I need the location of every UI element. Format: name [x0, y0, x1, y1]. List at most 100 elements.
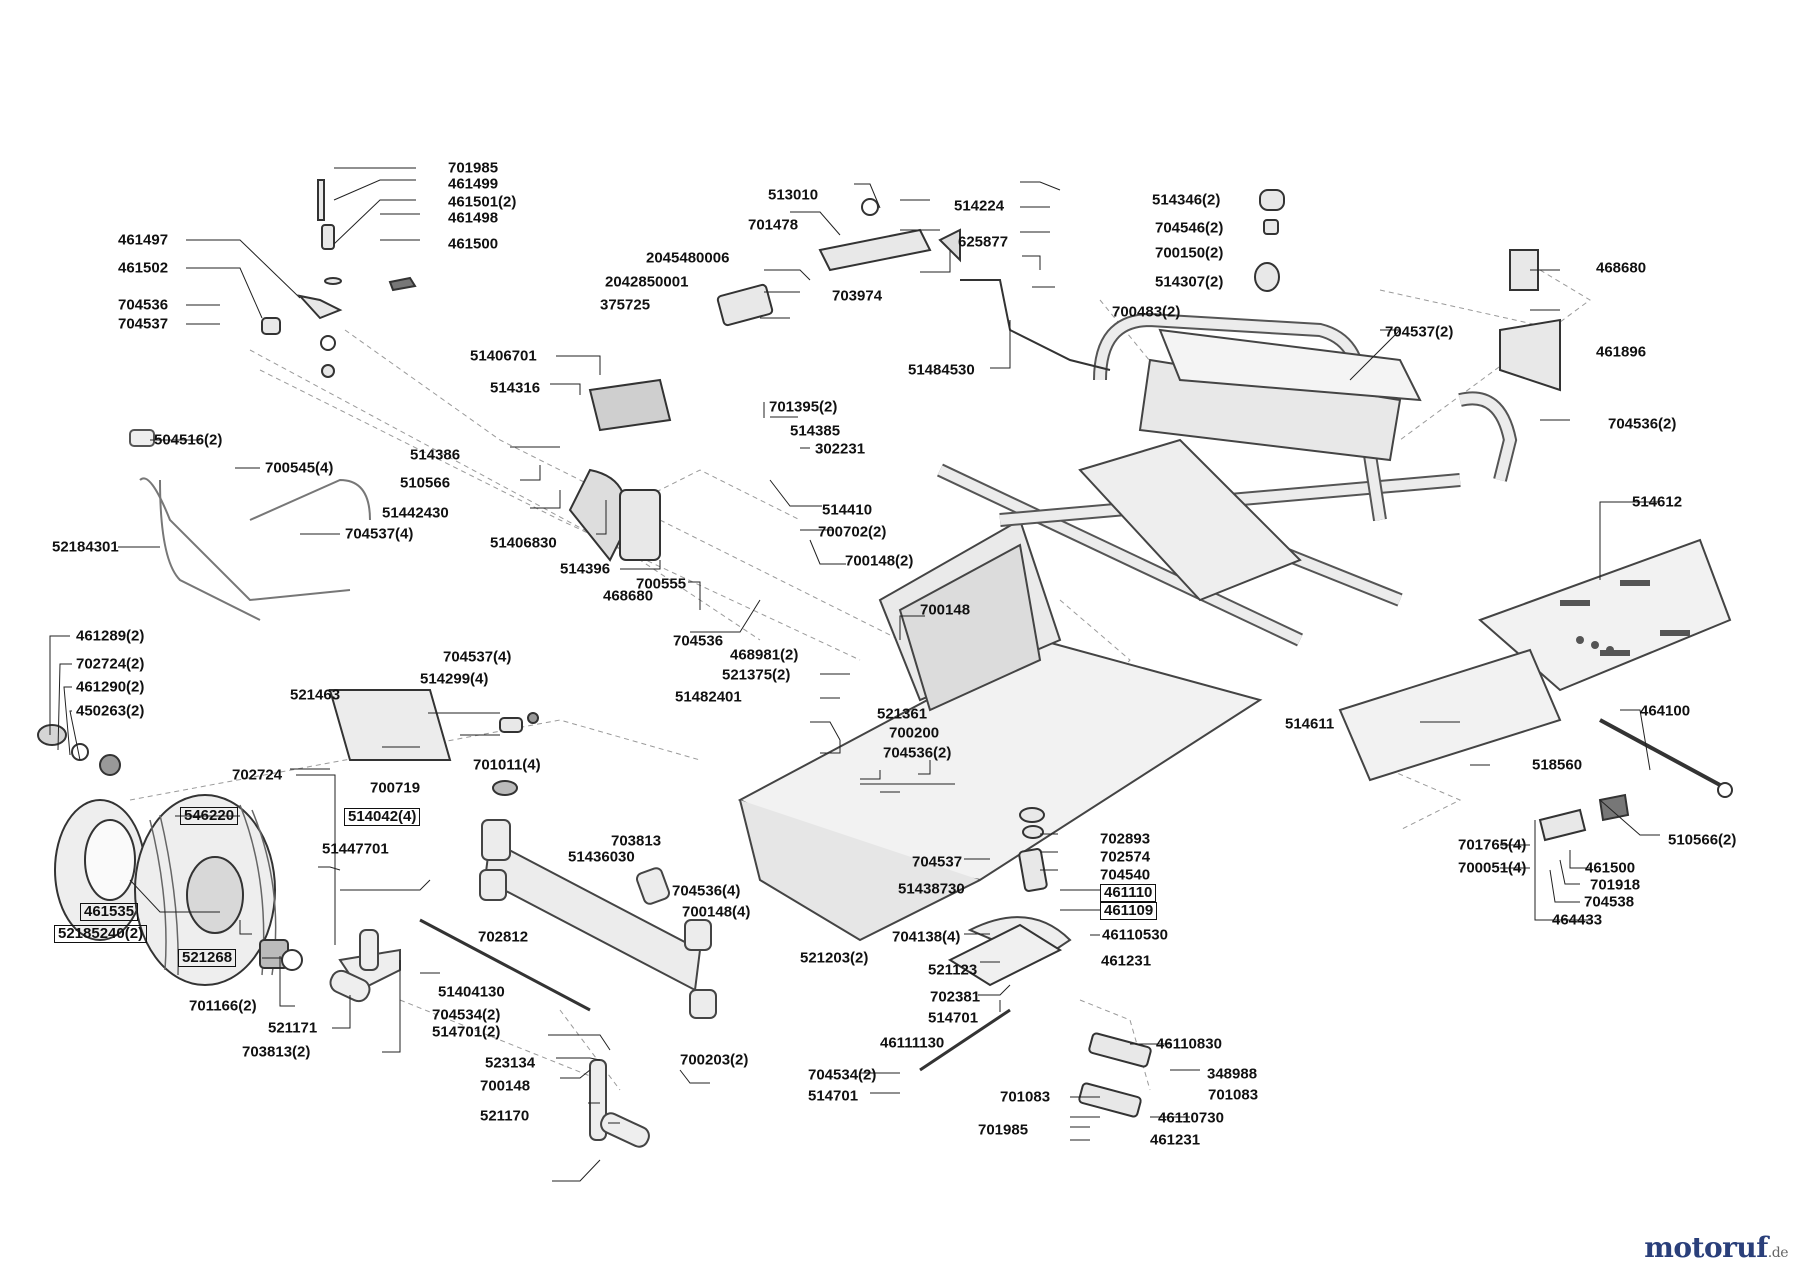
callout-513010: 513010 [768, 186, 819, 204]
callout-464433: 464433 [1552, 911, 1603, 929]
callout-521171: 521171 [268, 1019, 318, 1037]
callout-46110730: 46110730 [1158, 1109, 1224, 1127]
callout-702724_2: 702724(2) [76, 655, 145, 673]
callout-514385: 514385 [790, 422, 841, 440]
callout-704540: 704540 [1100, 866, 1151, 884]
tie-rods [419, 918, 1011, 1072]
callout-52184301: 52184301 [52, 538, 119, 556]
callout-700702_2: 700702(2) [818, 523, 887, 541]
callout-703813_2: 703813(2) [242, 1043, 311, 1061]
callout-51436030: 51436030 [568, 848, 635, 866]
callout-2042850001: 2042850001 [605, 273, 689, 291]
main-frame [737, 312, 1518, 942]
front-axle [479, 819, 717, 1019]
callout-461499: 461499 [448, 175, 499, 193]
callout-700545_4: 700545(4) [265, 459, 334, 477]
callout-704536_2: 704536(2) [883, 744, 952, 762]
callout-703974: 703974 [832, 287, 883, 305]
callout-700555: 700555 [636, 575, 687, 593]
callout-701918: 701918 [1590, 876, 1641, 894]
callout-51406701: 51406701 [470, 347, 537, 365]
callout-51484530: 51484530 [908, 361, 975, 379]
callout-704138_4: 704138(4) [892, 928, 961, 946]
callout-701395_2: 701395(2) [769, 398, 838, 416]
watermark-logo: motoruf.de [1644, 1231, 1788, 1264]
callout-701985: 701985 [448, 159, 499, 177]
callout-514396: 514396 [560, 560, 611, 578]
callout-514042_4: 514042(4) [344, 808, 421, 826]
callout-704536a: 704536 [118, 296, 169, 314]
callout-46110530: 46110530 [1102, 926, 1168, 944]
callout-450263_2: 450263(2) [76, 702, 145, 720]
callout-514316: 514316 [490, 379, 541, 397]
callout-51404130: 51404130 [438, 983, 505, 1001]
callout-461289_2: 461289(2) [76, 627, 145, 645]
callout-704536_4: 704536(4) [672, 882, 741, 900]
callout-704534_2a: 704534(2) [432, 1006, 501, 1024]
callout-700200: 700200 [889, 724, 940, 742]
callout-702893: 702893 [1100, 830, 1151, 848]
callout-701083a: 701083 [1000, 1088, 1051, 1106]
callout-51447701: 51447701 [322, 840, 389, 858]
callout-461500b: 461500 [1585, 859, 1636, 877]
callout-704537b: 704537 [912, 853, 963, 871]
callout-701166_2: 701166(2) [189, 997, 257, 1015]
callout-510566: 510566 [400, 474, 451, 492]
misc-parts [261, 179, 1733, 1118]
callout-700148_4: 700148(4) [682, 903, 751, 921]
callout-51442430: 51442430 [382, 504, 449, 522]
callout-704537a: 704537 [118, 315, 169, 333]
callout-348988: 348988 [1207, 1065, 1258, 1083]
callout-703813: 703813 [611, 832, 662, 850]
callout-514299_4: 514299(4) [420, 670, 489, 688]
callout-701765_4: 701765(4) [1458, 836, 1527, 854]
callout-521123: 521123 [928, 961, 978, 979]
callout-461502: 461502 [118, 259, 169, 277]
callout-464100: 464100 [1640, 702, 1691, 720]
guide-lines [129, 269, 1591, 1091]
front-bumper [129, 429, 371, 621]
callout-2045480006: 2045480006 [646, 249, 730, 267]
leader-lines [49, 167, 1660, 1182]
callout-704546_2: 704546(2) [1155, 219, 1224, 237]
callout-468680a: 468680 [603, 587, 654, 605]
callout-461231b: 461231 [1150, 1131, 1201, 1149]
callout-461498: 461498 [448, 209, 499, 227]
front-wheel-assembly [37, 724, 303, 986]
callout-468680b: 468680 [1596, 259, 1647, 277]
callout-700051_4: 700051(4) [1458, 859, 1527, 877]
callout-701985b: 701985 [978, 1121, 1029, 1139]
callout-704538: 704538 [1584, 893, 1635, 911]
watermark-brand: motoruf [1644, 1231, 1768, 1264]
callout-514701_2: 514701(2) [432, 1023, 501, 1041]
callout-514701b: 514701 [808, 1087, 859, 1105]
callout-504516_2: 504516(2) [154, 431, 223, 449]
callout-514410: 514410 [822, 501, 873, 519]
callout-700148a: 700148 [920, 601, 971, 619]
callout-702812: 702812 [478, 928, 529, 946]
callout-704534_2b: 704534(2) [808, 1066, 877, 1084]
callout-514386: 514386 [410, 446, 461, 464]
callout-510566_2: 510566(2) [1668, 831, 1737, 849]
callout-704537_4b: 704537(4) [443, 648, 512, 666]
callout-461110: 461110 [1100, 884, 1157, 902]
callout-702381: 702381 [930, 988, 981, 1006]
callout-701478: 701478 [748, 216, 799, 234]
callout-46110830: 46110830 [1156, 1035, 1222, 1053]
callout-702574: 702574 [1100, 848, 1151, 866]
callout-704536b: 704536 [673, 632, 724, 650]
callout-461896: 461896 [1596, 343, 1647, 361]
callout-461109: 461109 [1100, 902, 1158, 920]
callout-521361: 521361 [877, 705, 928, 723]
callout-701011_4: 701011(4) [473, 756, 541, 774]
callout-461535: 461535 [80, 903, 139, 921]
callout-461500a: 461500 [448, 235, 499, 253]
callout-375725: 375725 [600, 296, 651, 314]
callout-700203_2: 700203(2) [680, 1051, 749, 1069]
callout-518560: 518560 [1532, 756, 1583, 774]
callout-700148_2: 700148(2) [845, 552, 914, 570]
callout-704537_2: 704537(2) [1385, 323, 1454, 341]
callout-514224: 514224 [954, 197, 1005, 215]
